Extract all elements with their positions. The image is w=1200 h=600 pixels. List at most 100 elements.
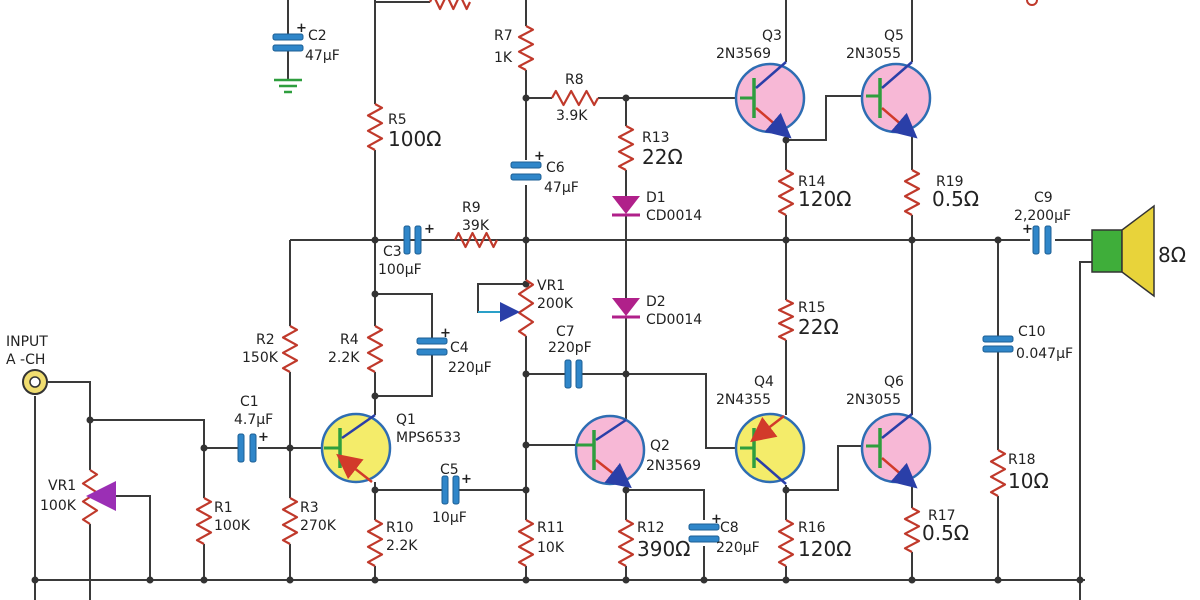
input-label-line1: INPUT [6, 334, 48, 350]
resistor-r14 [777, 169, 795, 216]
resistor-r9 [454, 231, 498, 249]
label-r9-value: 39K [462, 218, 490, 234]
capacitor-c2-plate [272, 33, 304, 41]
label-r2-value: 150K [242, 350, 279, 366]
junction-dot [994, 576, 1002, 584]
label-r7-name: R7 [494, 28, 513, 44]
label-c2-name: C2 [308, 28, 327, 44]
junction-dot [782, 236, 790, 244]
ground-icon [274, 78, 302, 94]
capacitor-c5-plate [452, 475, 460, 505]
transistor-q4 [734, 412, 806, 485]
junction-dot [622, 486, 630, 494]
label-r12-name: R12 [637, 520, 665, 536]
label-c9-value: 2,200μF [1014, 208, 1071, 224]
junction-dot [200, 576, 208, 584]
label-r10-value: 2.2K [386, 538, 418, 554]
junction-dot [31, 576, 39, 584]
label-c5-name: C5 [440, 462, 459, 478]
polarity-plus: + [534, 149, 545, 164]
label-speaker-impedance: 8Ω [1158, 243, 1186, 267]
label-r1-name: R1 [214, 500, 233, 516]
resistor-top [429, 0, 471, 11]
label-r16-name: R16 [798, 520, 826, 536]
capacitor-c9-plate [1032, 225, 1040, 255]
label-r3-name: R3 [300, 500, 319, 516]
resistor-r8 [551, 89, 599, 107]
junction-dot [86, 416, 94, 424]
junction-dot [908, 236, 916, 244]
transistor-q6 [860, 412, 932, 489]
polarity-plus: + [440, 326, 451, 341]
resistor-r12 [617, 519, 635, 567]
label-r4-name: R4 [340, 332, 359, 348]
label-r15-value: 22Ω [798, 315, 839, 339]
resistor-r4 [366, 325, 384, 373]
transistor-q3 [734, 61, 806, 139]
label-vr1-bias-name: VR1 [537, 278, 565, 294]
capacitor-c7-plate [575, 359, 583, 389]
potentiometer-vr1-bias [517, 279, 535, 337]
label-c1-name: C1 [240, 394, 259, 410]
junction-dot [782, 486, 790, 494]
resistor-r17 [903, 507, 921, 553]
junction-dot [994, 236, 1002, 244]
label-q1-name: Q1 [396, 412, 416, 428]
resistor-r3 [281, 497, 299, 545]
label-c2-value: 47μF [305, 48, 340, 64]
label-c4-name: C4 [450, 340, 469, 356]
label-r9-name: R9 [462, 200, 481, 216]
label-d1-name: D1 [646, 190, 666, 206]
junction-dot [782, 136, 790, 144]
label-r14-name: R14 [798, 174, 826, 190]
label-r5-name: R5 [388, 112, 407, 128]
resistors [81, 0, 1007, 567]
label-r13-name: R13 [642, 130, 670, 146]
label-r2-name: R2 [256, 332, 275, 348]
label-r17-value: 0.5Ω [922, 521, 969, 545]
junction-dot [522, 236, 530, 244]
label-q5-name: Q5 [884, 28, 904, 44]
label-r19-name: R19 [936, 174, 964, 190]
transistor-q5 [860, 61, 932, 139]
label-r16-value: 120Ω [798, 537, 851, 561]
junction-dot [371, 290, 379, 298]
junction-dot [522, 486, 530, 494]
label-c7-name: C7 [556, 324, 575, 340]
label-c1-value: 4.7μF [234, 412, 273, 428]
junction-dot [371, 486, 379, 494]
label-c8-name: C8 [720, 520, 739, 536]
label-r7-value: 1K [494, 50, 513, 66]
label-d2-name: D2 [646, 294, 666, 310]
diode-d2 [612, 298, 640, 319]
label-r4-value: 2.2K [328, 350, 360, 366]
resistor-r15 [777, 299, 795, 341]
junction-dot [522, 441, 530, 449]
junction-dot [522, 576, 530, 584]
junction-dot [622, 576, 630, 584]
junctions [31, 94, 1084, 584]
resistor-r16 [777, 519, 795, 567]
capacitor-c3-plate [403, 225, 411, 255]
polarity-plus: + [461, 472, 472, 487]
label-q2-name: Q2 [650, 438, 670, 454]
resistor-r2 [281, 325, 299, 373]
resistor-r18 [989, 449, 1007, 497]
junction-dot [371, 392, 379, 400]
capacitor-c3-plate [414, 225, 422, 255]
label-r13-value: 22Ω [642, 145, 683, 169]
label-q5-type: 2N3055 [846, 46, 901, 62]
junction-dot [782, 576, 790, 584]
label-c4-value: 220μF [448, 360, 492, 376]
label-c6-value: 47μF [544, 180, 579, 196]
label-vr1-bias-value: 200K [537, 296, 574, 312]
resistor-r1 [195, 497, 213, 545]
label-c8-value: 220μF [716, 540, 760, 556]
label-c10-value: 0.047μF [1016, 346, 1073, 362]
resistor-r10 [366, 519, 384, 567]
label-c3-value: 100μF [378, 262, 422, 278]
label-c5-value: 10μF [432, 510, 467, 526]
capacitor-c8-plate [688, 535, 720, 543]
label-r15-name: R15 [798, 300, 826, 316]
